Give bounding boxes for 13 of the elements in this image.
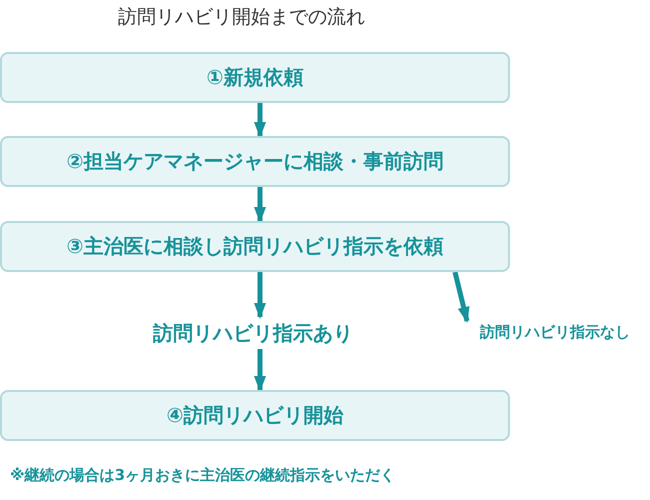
- arrow: [254, 103, 266, 138]
- process-box: ③主治医に相談し訪問リハビリ指示を依頼: [0, 221, 510, 272]
- footnote: ※継続の場合は3ヶ月おきに主治医の継続指示をいただく: [10, 466, 396, 485]
- result-text: 訪問リハビリ指示あり: [128, 317, 378, 349]
- arrow: [452, 271, 470, 323]
- arrow: [254, 187, 266, 223]
- result-text: 訪問リハビリ指示なし: [460, 321, 650, 343]
- arrow: [254, 272, 266, 319]
- process-box: ②担当ケアマネージャーに相談・事前訪問: [0, 136, 510, 187]
- process-box: ④訪問リハビリ開始: [0, 390, 510, 441]
- title: 訪問リハビリ開始までの流れ: [118, 5, 365, 30]
- process-box: ①新規依頼: [0, 52, 510, 103]
- arrow: [254, 349, 266, 392]
